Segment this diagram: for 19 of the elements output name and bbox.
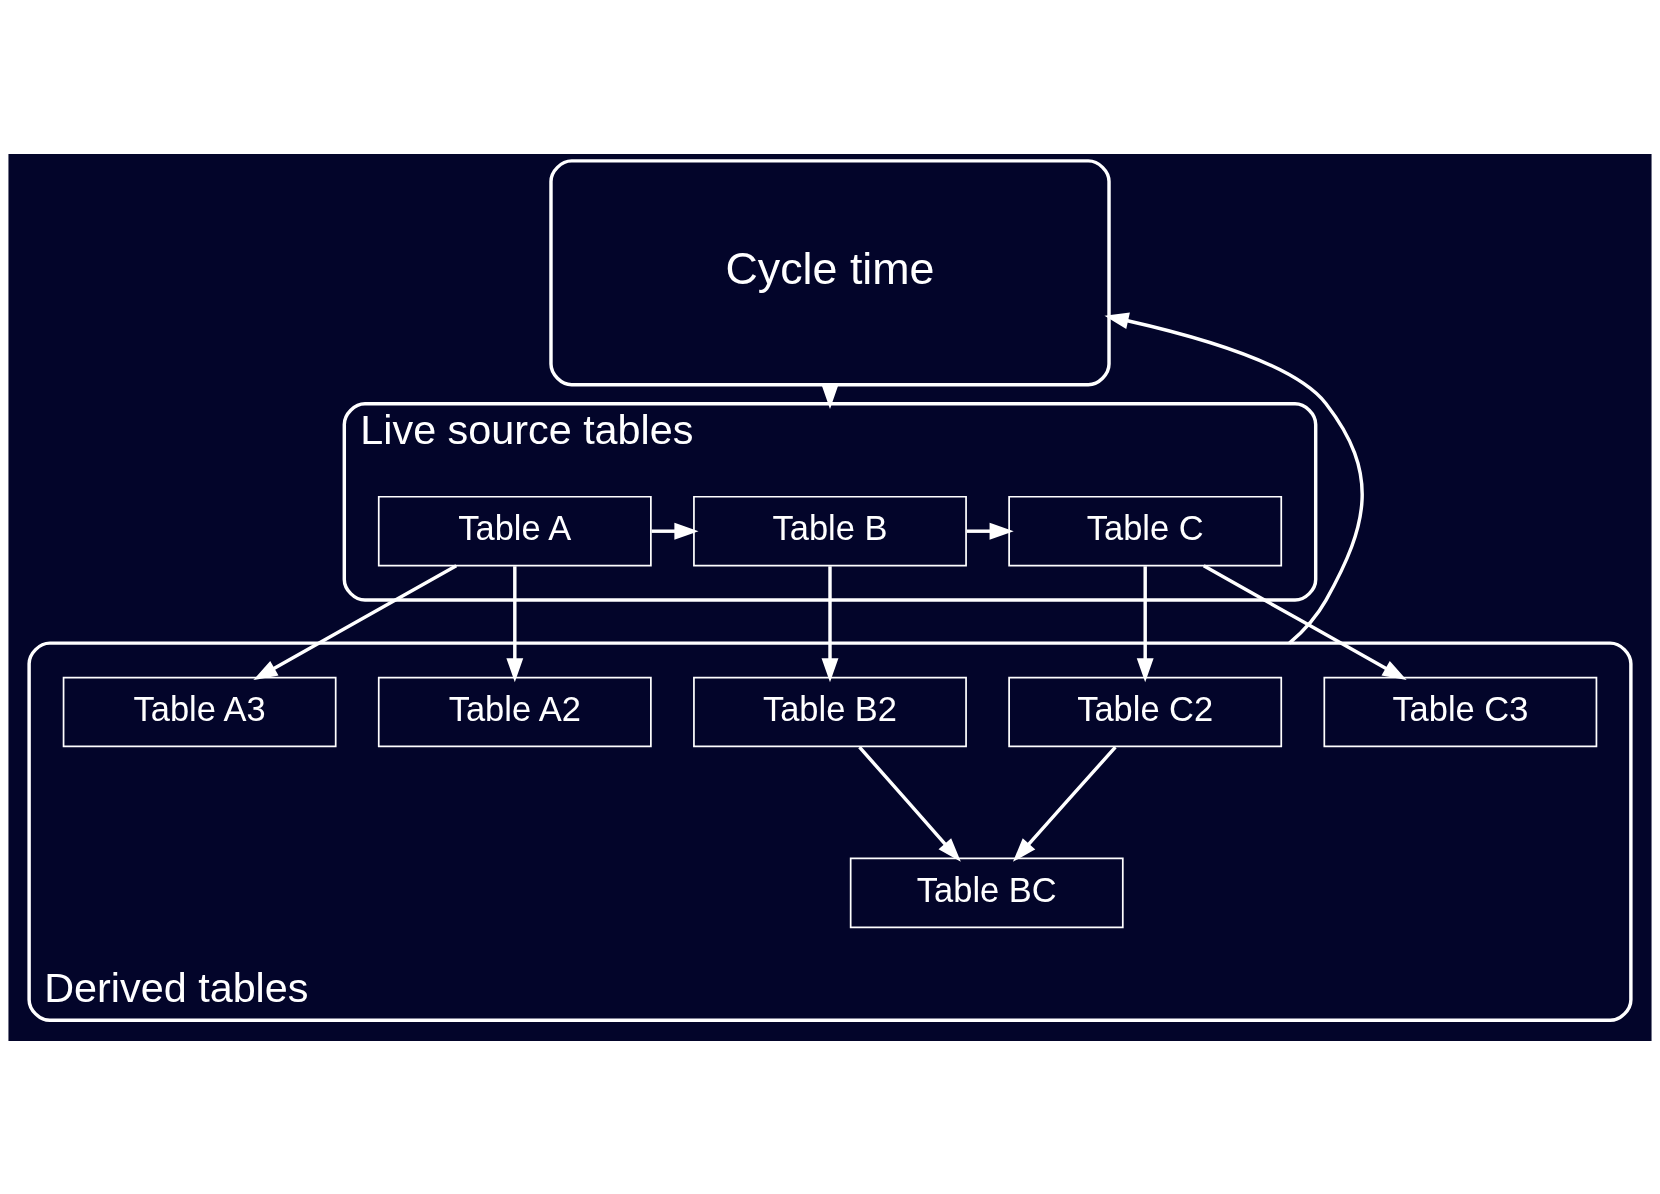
node-box: Table C3	[1323, 676, 1598, 747]
arrow	[651, 522, 699, 540]
arrow	[1202, 563, 1407, 680]
arrow	[858, 745, 961, 862]
node-box: Table C	[1008, 495, 1283, 566]
node-box: Table C2	[1008, 676, 1283, 747]
arrow	[506, 565, 524, 682]
arrow	[1012, 745, 1117, 862]
node-box: Table A	[377, 495, 652, 566]
arrow	[1136, 565, 1154, 682]
arrow	[966, 522, 1014, 540]
node-box: Table A3	[62, 676, 337, 747]
arrow	[253, 563, 458, 680]
node-box: Table BC	[849, 857, 1124, 928]
arrow	[821, 565, 839, 682]
arrow	[1104, 312, 1364, 644]
node-box: Table B2	[693, 676, 967, 747]
node-box: Table B	[693, 495, 967, 566]
node-box: Table A2	[377, 676, 652, 747]
